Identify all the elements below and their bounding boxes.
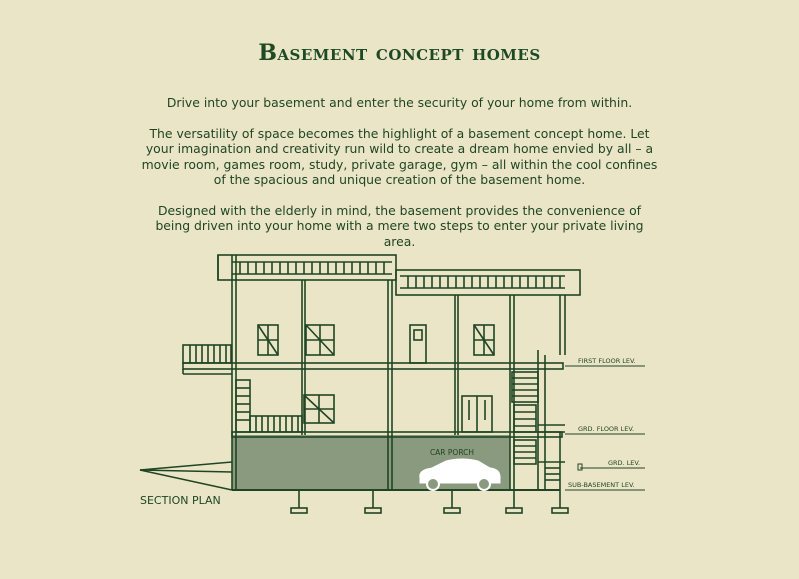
roof-parapet-left: [217, 254, 397, 281]
car-porch-label: CAR PORCH: [430, 448, 474, 457]
door-first-floor: [409, 324, 427, 364]
window-2: [305, 324, 335, 356]
window-3: [473, 324, 495, 356]
intro-copy: Drive into your basement and enter the s…: [0, 95, 799, 264]
roof-parapet-right: [395, 269, 581, 296]
balcony-railing: [182, 344, 232, 364]
first-floor-slab: [182, 362, 564, 370]
paragraph-1: Drive into your basement and enter the s…: [166, 95, 633, 110]
car-icon: [419, 458, 501, 491]
ground-slope-line: [139, 461, 233, 471]
page-title: Basement concept homes: [258, 40, 541, 66]
sub-basement-level-label: SUB-BASEMENT LEV.: [568, 481, 635, 489]
right-staircase: [511, 350, 565, 490]
french-door: [461, 395, 493, 433]
footings: [290, 490, 569, 514]
ground-railing: [249, 415, 303, 433]
ground-floor-slab: [231, 431, 563, 438]
section-plan-caption: SECTION PLAN: [140, 494, 221, 507]
first-floor-level-label: FIRST FLOOR LEV.: [578, 357, 636, 365]
window-1: [257, 324, 279, 356]
paragraph-2: The versatility of space becomes the hig…: [141, 125, 658, 188]
ground-level-label: GRD. LEV.: [608, 459, 640, 467]
window-4: [303, 394, 335, 424]
ground-floor-level-label: GRD. FLOOR LEV.: [578, 425, 634, 433]
paragraph-3: Designed with the elderly in mind, the b…: [155, 202, 644, 249]
